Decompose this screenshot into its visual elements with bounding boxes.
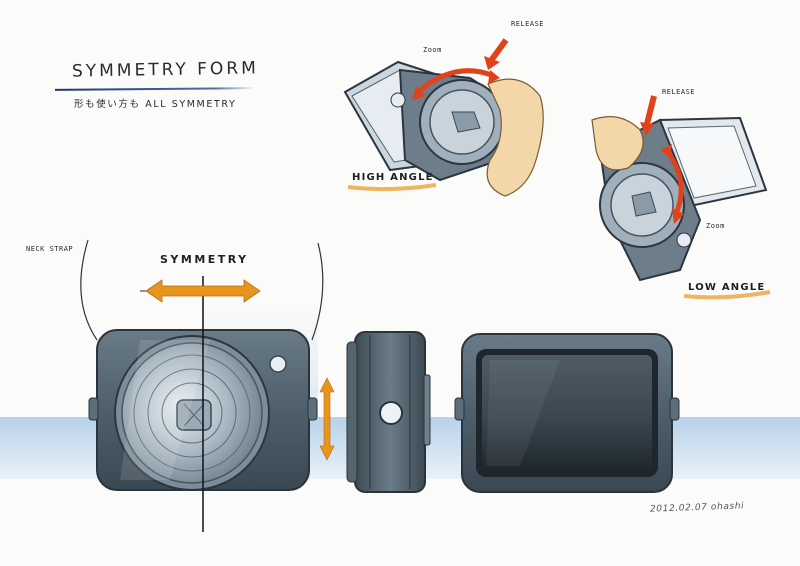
symmetry-arrow-horizontal	[145, 279, 261, 303]
high-angle-release-label: RELEASE	[511, 20, 545, 28]
high-angle-label: HIGH ANGLE	[352, 172, 434, 183]
symmetry-arrow-vertical	[319, 377, 335, 461]
high-angle-zoom-label: Zoom	[423, 46, 442, 54]
neck-strap-label: NECK STRAP	[26, 245, 74, 253]
neck-strap-right	[311, 242, 324, 341]
back-view-camera	[454, 333, 680, 493]
high-angle-sketch	[343, 38, 544, 197]
symmetry-label: SYMMETRY	[160, 253, 249, 266]
high-angle-underline	[347, 183, 437, 192]
sheet-subtitle: 形も使い方も ALL SYMMETRY	[74, 99, 237, 110]
low-angle-zoom-label: Zoom	[706, 222, 725, 230]
low-angle-underline	[683, 290, 771, 300]
low-angle-release-label: RELEASE	[662, 88, 696, 96]
neck-strap-left	[80, 239, 98, 341]
front-view-camera	[88, 329, 318, 491]
low-angle-label: LOW ANGLE	[688, 282, 766, 293]
low-angle-sketch	[591, 95, 768, 282]
side-view-camera	[346, 331, 431, 493]
